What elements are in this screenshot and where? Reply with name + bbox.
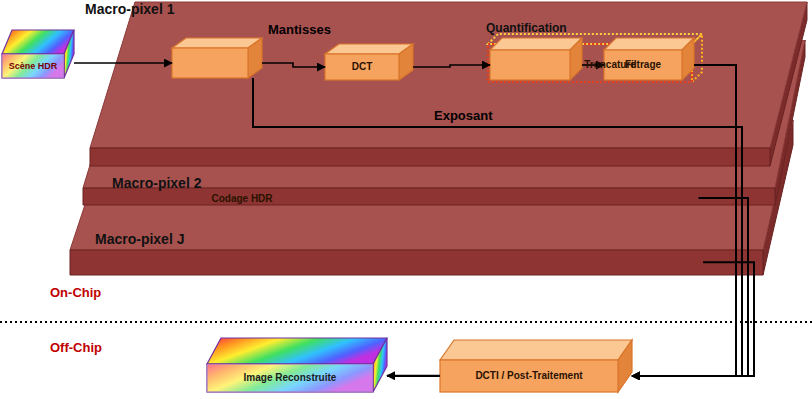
edge-label: Mantisses	[268, 22, 331, 37]
process-box: Codage HDR	[172, 38, 262, 78]
box-shape	[207, 338, 387, 392]
box-shade	[207, 364, 373, 392]
plane-front	[90, 148, 770, 166]
box-top	[604, 38, 694, 50]
process-box: Troncature	[490, 38, 582, 80]
region-label: Off-Chip	[50, 340, 102, 355]
separator-line	[0, 321, 812, 323]
group-label: Quantification	[486, 21, 567, 35]
box-top	[325, 44, 413, 54]
plane-top	[90, 2, 807, 148]
edge-label: Exposant	[434, 108, 493, 123]
plane-label: Macro-pixel 1	[85, 1, 174, 17]
connector-arrow	[387, 375, 440, 377]
box-top	[2, 30, 74, 54]
connector-arrow	[632, 262, 754, 376]
box-top	[490, 38, 582, 50]
region-label: On-Chip	[50, 285, 101, 300]
plane-label: Macro-pixel 2	[112, 175, 201, 191]
scene-box: Scène HDR	[2, 30, 74, 78]
macro-pixel-plane: Codage HDR DCT Troncature Filtrage Quantific…	[85, 0, 810, 168]
process-box: DCTI / Post-Traitement	[440, 340, 632, 392]
box-shape	[490, 38, 582, 80]
plane-top	[70, 120, 793, 250]
box-front	[172, 48, 248, 78]
box-label: Codage HDR	[204, 184, 280, 214]
connector-arrow	[74, 62, 172, 64]
box-front	[490, 50, 570, 80]
edge-label-holder: Exposant	[434, 106, 493, 124]
plane-label: Macro-pixel J	[95, 231, 184, 247]
box-side	[618, 340, 632, 392]
process-box: Filtrage	[604, 38, 694, 80]
box-label: Image Reconstruite	[207, 364, 373, 392]
output-image-box: Image Reconstruite	[207, 338, 387, 392]
box-top	[172, 38, 262, 48]
box-shade	[2, 54, 64, 78]
box-shape	[440, 340, 632, 392]
box-label: DCTI / Post-Traitement	[440, 360, 618, 392]
box-shape	[172, 38, 262, 78]
box-side	[248, 38, 262, 78]
box-front	[325, 54, 399, 80]
edge-label-holder: Mantisses	[268, 20, 331, 38]
plane-front	[70, 250, 763, 275]
plane-side	[763, 120, 793, 275]
plane-side	[775, 40, 805, 205]
quantification-group: Troncature Filtrage Quantification	[486, 18, 704, 84]
box-side	[682, 38, 694, 80]
plane-top	[83, 40, 805, 188]
region-label-holder: Off-Chip	[50, 338, 102, 356]
box-front	[604, 50, 682, 80]
box-front	[207, 364, 373, 392]
region-label-holder: On-Chip	[50, 283, 101, 301]
process-box: DCT	[325, 44, 413, 80]
box-top	[207, 338, 387, 364]
group-front	[488, 44, 692, 82]
box-side	[373, 338, 387, 392]
box-top	[440, 340, 632, 360]
box-label: Filtrage	[604, 50, 682, 80]
box-side	[399, 44, 413, 80]
box-label: DCT	[325, 54, 399, 80]
plane-shape	[85, 0, 810, 168]
box-side	[570, 38, 582, 80]
box-front	[2, 54, 64, 78]
box-side	[64, 30, 74, 78]
box-front	[440, 360, 618, 392]
box-label: Scène HDR	[2, 54, 64, 78]
